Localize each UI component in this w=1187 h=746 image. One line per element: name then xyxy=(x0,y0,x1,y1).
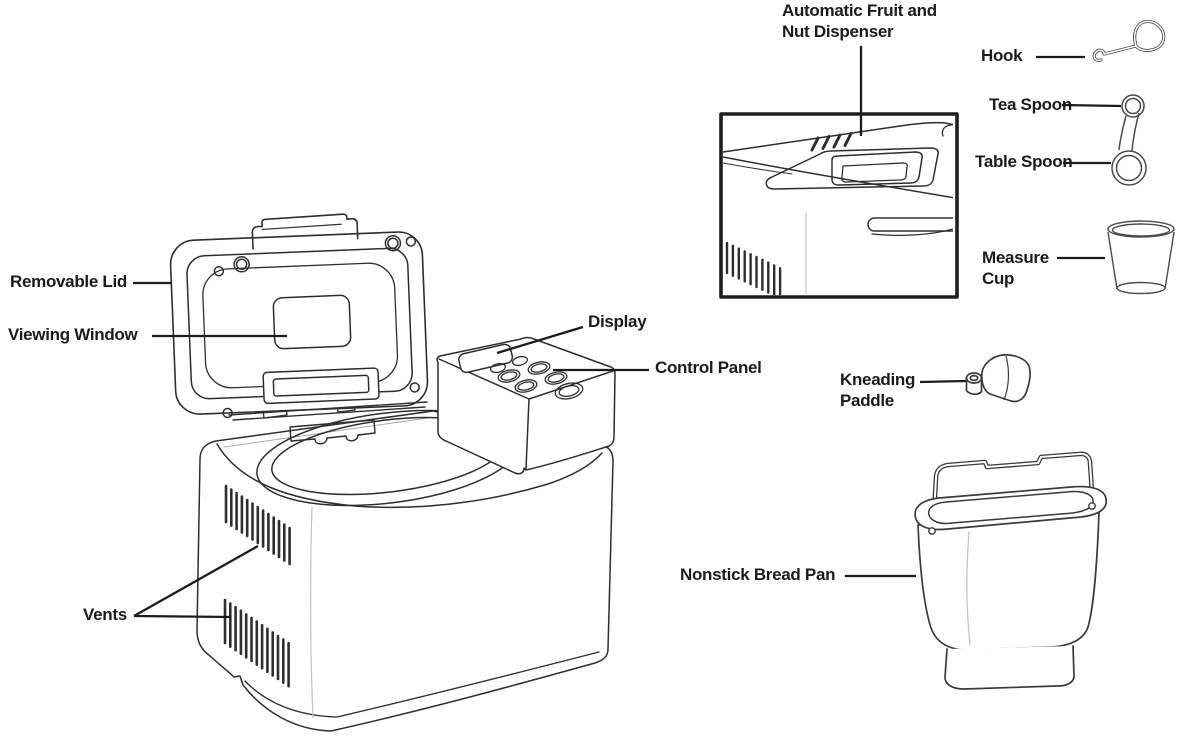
pan-base-collar xyxy=(944,645,1075,690)
label-line: Nut Dispenser xyxy=(782,22,894,41)
leader-lines xyxy=(133,46,1122,619)
label-line: Kneading xyxy=(840,370,916,389)
kneading-paddle-drawing xyxy=(965,354,1031,403)
bread-pan-drawing xyxy=(914,451,1108,690)
label-vents: Vents xyxy=(83,605,127,624)
lid-drawing xyxy=(169,213,429,419)
inset-content xyxy=(723,121,953,295)
label-control-panel: Control Panel xyxy=(655,358,762,377)
paddle-blade xyxy=(980,354,1031,403)
handle-recess xyxy=(867,217,953,232)
lid-slot-outer xyxy=(262,367,380,405)
inset-border xyxy=(719,112,959,299)
leader-kneading-paddle xyxy=(919,379,967,384)
leader-vents-lower xyxy=(133,614,232,619)
dispenser-drawing xyxy=(765,132,939,190)
label-line: Measure xyxy=(982,248,1049,267)
label-fruit-nut-dispenser: Automatic Fruit and Nut Dispenser xyxy=(782,0,937,42)
paddle-hub xyxy=(965,372,983,384)
control-panel-drawing xyxy=(436,336,616,475)
leader-display xyxy=(496,325,584,355)
pan-body xyxy=(917,511,1100,651)
label-bread-pan: Nonstick Bread Pan xyxy=(680,565,836,584)
viewing-window-shape xyxy=(272,294,352,350)
label-hook: Hook xyxy=(981,46,1023,65)
label-viewing-window: Viewing Window xyxy=(8,325,138,344)
label-tea-spoon: Tea Spoon xyxy=(989,95,1072,114)
label-line: Paddle xyxy=(840,391,894,410)
tea-spoon-bowl xyxy=(1121,94,1145,118)
label-line: Automatic Fruit and xyxy=(782,1,937,20)
leader-tea-spoon xyxy=(1061,103,1122,108)
measuring-spoon-drawing xyxy=(1111,94,1147,186)
hook-drawing xyxy=(1092,19,1166,62)
measure-cup-drawing xyxy=(1107,220,1175,295)
table-spoon-bowl xyxy=(1111,150,1147,186)
spoon-handle xyxy=(1118,115,1127,151)
label-removable-lid: Removable Lid xyxy=(10,272,128,291)
vents-upper xyxy=(224,484,291,566)
pan-rim-inner xyxy=(927,490,1094,525)
pan-rim-outer xyxy=(914,485,1108,531)
label-display: Display xyxy=(588,312,647,331)
label-table-spoon: Table Spoon xyxy=(975,152,1073,171)
lid-slot-inner xyxy=(272,374,370,397)
label-kneading-paddle: Kneading Paddle xyxy=(840,369,915,411)
inset-box xyxy=(719,112,959,299)
control-buttons xyxy=(489,355,584,400)
lid-handle xyxy=(251,213,359,250)
vents-lower xyxy=(223,598,290,688)
inset-vents xyxy=(725,241,782,295)
label-measure-cup: Measure Cup xyxy=(982,247,1049,289)
bread-machine-drawing xyxy=(169,213,616,732)
leader-vents-upper xyxy=(133,544,259,618)
label-line: Cup xyxy=(982,269,1015,288)
